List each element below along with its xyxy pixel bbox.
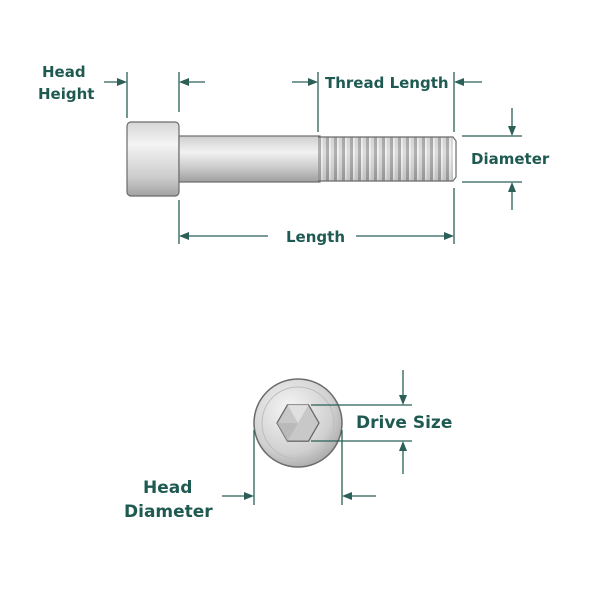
bolt-side-view-icon [126, 121, 457, 197]
diameter-dimension [462, 108, 522, 210]
head-diameter-label-line1: Head [143, 478, 192, 498]
bolt-shank [178, 135, 321, 183]
head-height-dimension [104, 72, 205, 118]
length-dimension [178, 188, 455, 244]
thread-length-label: Thread Length [325, 74, 449, 92]
drive-size-label: Drive Size [356, 413, 452, 433]
head-diameter-label-line2: Diameter [124, 502, 213, 522]
bolt-top-view-icon [253, 378, 343, 468]
thread-length-dimension [292, 72, 482, 132]
drive-size-dimension [311, 370, 412, 474]
head-height-label-line1: Head [42, 63, 86, 81]
length-label: Length [286, 228, 345, 246]
diameter-label: Diameter [471, 150, 550, 168]
head-diameter-dimension [222, 430, 376, 505]
bolt-head [126, 121, 180, 197]
head-height-label-line2: Height [38, 85, 94, 103]
head-height-label: Head Height [38, 63, 94, 103]
head-diameter-label: Head Diameter [124, 478, 213, 522]
hex-socket-icon [276, 404, 320, 442]
